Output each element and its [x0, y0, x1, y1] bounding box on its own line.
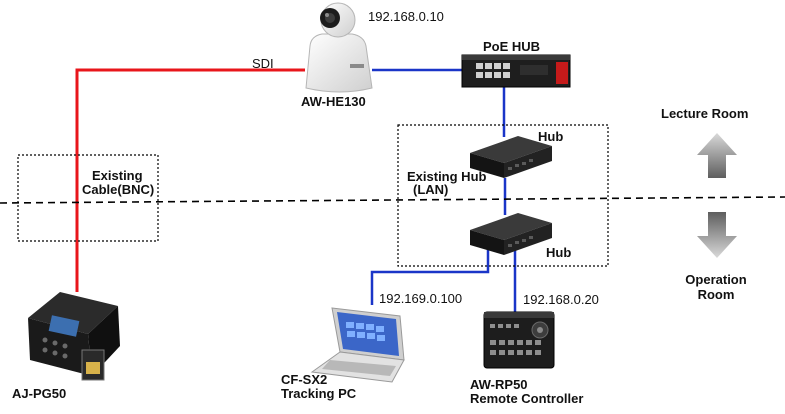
operation-room-sublabel: Room [697, 287, 735, 302]
pc-ip-label: 192.169.0.100 [379, 291, 463, 306]
network-hub-icon [470, 136, 552, 178]
controller-model-label: AW-RP50 [470, 377, 528, 392]
down-arrow-icon [697, 212, 737, 258]
controller-role-label: Remote Controller [470, 391, 584, 406]
pc-role-label: Tracking PC [281, 386, 357, 401]
pc-model-label: CF-SX2 [281, 372, 328, 387]
remote-controller-icon [483, 311, 555, 369]
operation-room-label: Operation [685, 272, 747, 287]
sdi-label: SDI [252, 56, 274, 71]
lecture-room-label: Lecture Room [661, 106, 749, 121]
room-divider-line [0, 196, 785, 204]
poe-hub-label: PoE HUB [483, 39, 541, 54]
up-arrow-icon [697, 133, 737, 178]
existing-hub-sublabel: (LAN) [413, 182, 449, 197]
existing-cable-label: Existing [92, 168, 143, 183]
sdi-cable [75, 68, 305, 292]
laptop-icon [310, 307, 405, 383]
existing-hub-box [397, 124, 609, 267]
hub-top-label: Hub [538, 129, 564, 144]
controller-ip-label: 192.168.0.20 [523, 292, 599, 307]
lan-cable-hub-pc [370, 248, 490, 305]
existing-cable-sublabel: Cable(BNC) [82, 182, 155, 197]
memory-card-recorder-icon [28, 292, 120, 381]
camera-model-label: AW-HE130 [301, 94, 366, 109]
network-hub-icon [470, 213, 552, 255]
hub-bottom-label: Hub [546, 245, 572, 260]
camera-ip-label: 192.168.0.10 [368, 9, 444, 24]
ptz-camera-icon [305, 2, 373, 93]
existing-hub-label: Existing Hub [407, 169, 487, 184]
existing-cable-box [17, 154, 159, 242]
poe-switch-icon [461, 54, 571, 88]
recorder-model-label: AJ-PG50 [12, 386, 67, 401]
